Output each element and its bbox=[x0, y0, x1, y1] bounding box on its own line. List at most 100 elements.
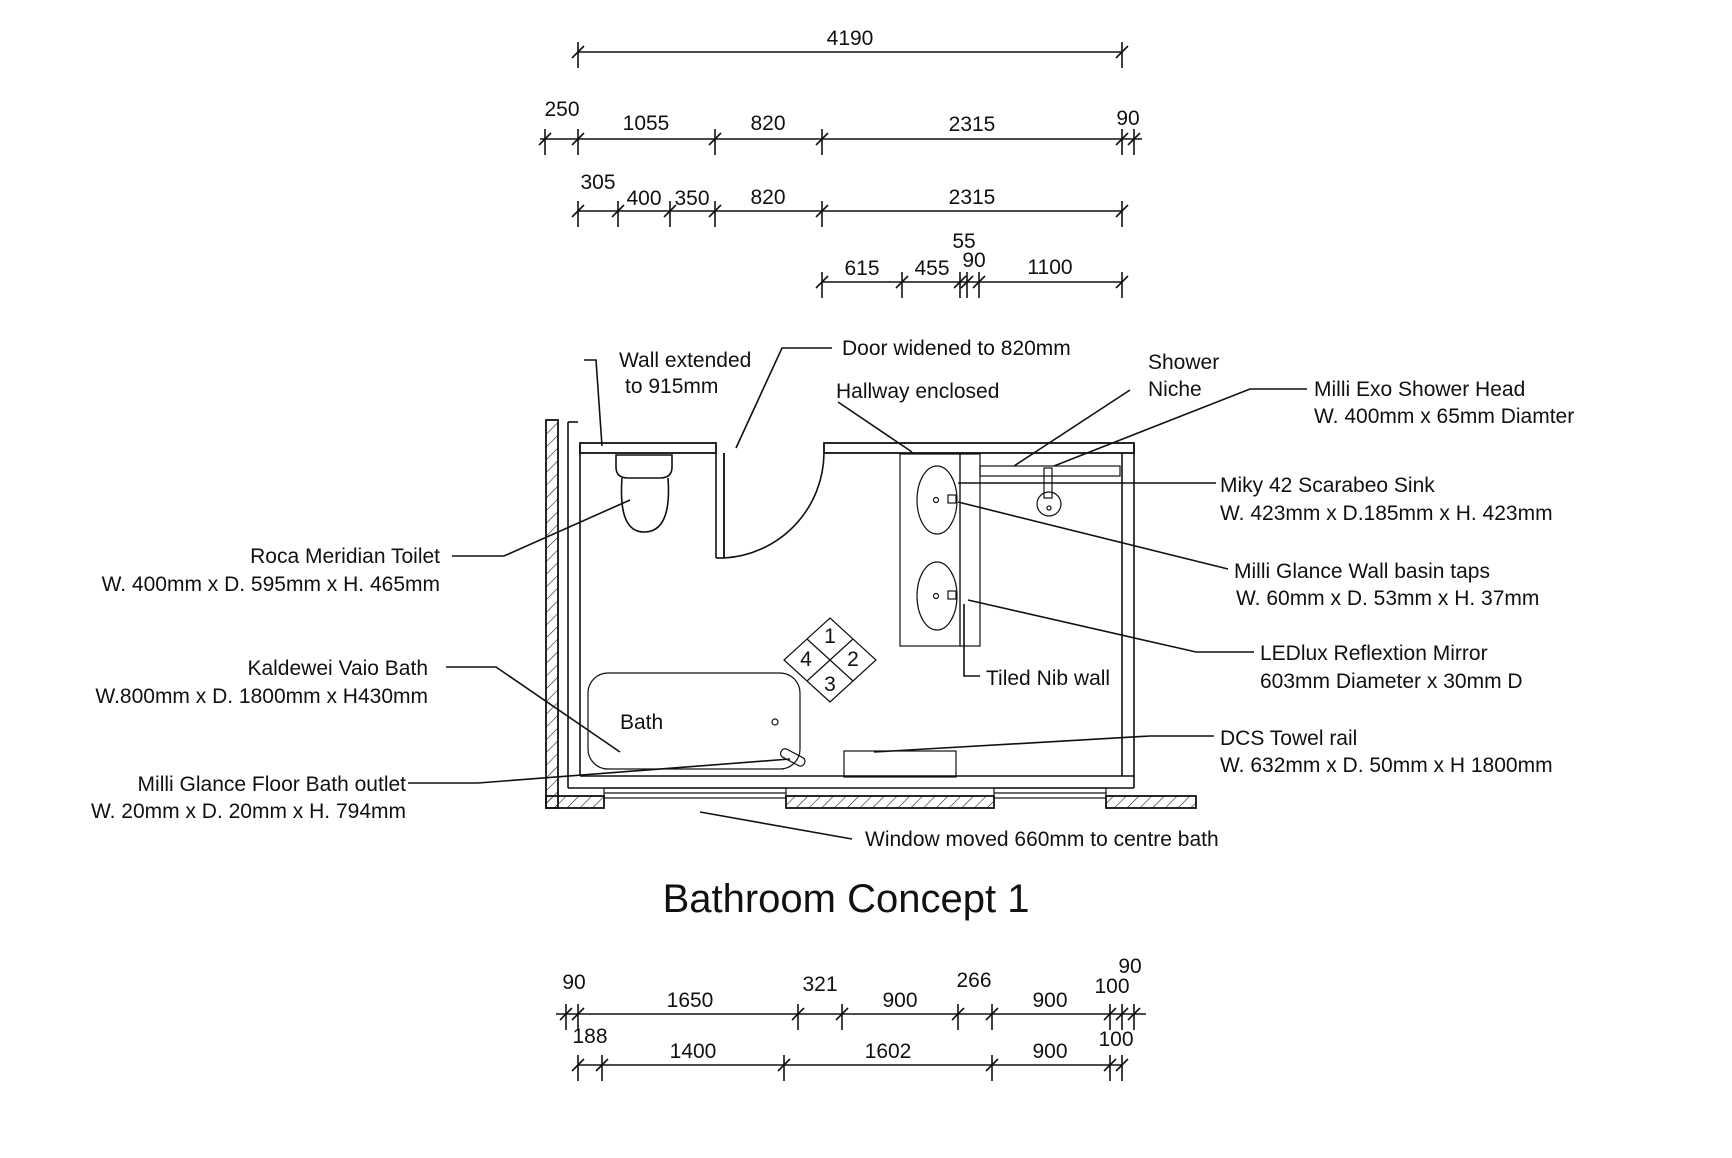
leader-nib-wall bbox=[963, 604, 980, 677]
annotation-basin-taps-1: Milli Glance Wall basin taps bbox=[1234, 560, 1490, 583]
annotation-sink-1: Miky 42 Scarabeo Sink bbox=[1220, 474, 1435, 497]
leader-bath-outlet bbox=[408, 758, 791, 784]
dimension-label: 350 bbox=[674, 187, 709, 210]
dimension-label: 615 bbox=[844, 257, 879, 280]
annotations: Wall extended to 915mm Door widened to 8… bbox=[91, 337, 1574, 851]
leader-window bbox=[699, 811, 853, 840]
drawing-title: Bathroom Concept 1 bbox=[663, 877, 1030, 921]
top-dimension-row-3: 305 400 350 820 2315 bbox=[571, 171, 1129, 227]
grid-label: 1 bbox=[824, 625, 836, 648]
annotation-bath-outlet-1: Milli Glance Floor Bath outlet bbox=[138, 773, 407, 796]
dimension-label: 55 bbox=[952, 230, 975, 253]
dimension-label: 400 bbox=[626, 187, 661, 210]
towel-rail bbox=[843, 750, 957, 778]
leader-door-widened bbox=[735, 347, 832, 449]
bath: Bath bbox=[587, 672, 806, 770]
dimension-label: 1650 bbox=[667, 989, 714, 1012]
dimension-label: 820 bbox=[750, 112, 785, 135]
dimension-label: 305 bbox=[580, 171, 615, 194]
dimension-label: 1100 bbox=[1027, 256, 1072, 279]
annotation-towel-rail-2: W. 632mm x D. 50mm x H 1800mm bbox=[1220, 754, 1553, 777]
leader-bath bbox=[446, 666, 621, 753]
dimension-label: 321 bbox=[802, 973, 837, 996]
room-plan: 1 2 3 4 Bath bbox=[545, 419, 1197, 809]
leader-mirror bbox=[967, 599, 1254, 653]
shower-head bbox=[1036, 491, 1062, 517]
annotation-bath-outlet-2: W. 20mm x D. 20mm x H. 794mm bbox=[91, 800, 406, 823]
leader-toilet bbox=[452, 499, 631, 557]
dimension-label: 2315 bbox=[949, 113, 996, 136]
dimension-label: 455 bbox=[914, 257, 949, 280]
annotation-bath-2: W.800mm x D. 1800mm x H430mm bbox=[95, 685, 428, 708]
tiled-nib-wall bbox=[959, 453, 981, 647]
annotation-shower-niche-2: Niche bbox=[1148, 378, 1202, 401]
top-dimension-row-2: 250 1055 820 2315 90 bbox=[538, 98, 1142, 155]
leader-shower-niche bbox=[1013, 389, 1131, 467]
dimension-label: 900 bbox=[1032, 989, 1067, 1012]
annotation-door-widened: Door widened to 820mm bbox=[842, 337, 1071, 360]
annotation-sink-2: W. 423mm x D.185mm x H. 423mm bbox=[1220, 502, 1553, 525]
dimension-label: 90 bbox=[1116, 107, 1139, 130]
shower-area bbox=[979, 465, 1121, 517]
dimension-label: 1400 bbox=[670, 1040, 717, 1063]
vanity-unit bbox=[899, 453, 981, 647]
hatched-wall-bottom-left bbox=[545, 795, 605, 809]
dimension-label: 90 bbox=[562, 971, 585, 994]
top-wall-right bbox=[823, 442, 1135, 454]
dimension-label: 90 bbox=[1118, 955, 1141, 978]
annotation-hallway: Hallway enclosed bbox=[836, 380, 999, 403]
dimension-label: 820 bbox=[750, 186, 785, 209]
annotation-bath-1: Kaldewei Vaio Bath bbox=[247, 657, 428, 680]
grid-label: 3 bbox=[824, 673, 836, 696]
hatched-wall-left bbox=[545, 419, 559, 809]
annotation-shower-niche-1: Shower bbox=[1148, 351, 1219, 374]
annotation-shower-head-2: W. 400mm x 65mm Diamter bbox=[1314, 405, 1574, 428]
leader-towel-rail bbox=[873, 735, 1214, 753]
dimension-label: 1602 bbox=[865, 1040, 912, 1063]
grid-label: 2 bbox=[847, 648, 859, 671]
dimension-label: 1055 bbox=[623, 112, 670, 135]
basin-tap-upper bbox=[947, 494, 957, 504]
annotation-towel-rail-1: DCS Towel rail bbox=[1220, 727, 1357, 750]
annotation-toilet-2: W. 400mm x D. 595mm x H. 465mm bbox=[102, 573, 440, 596]
grid-label: 4 bbox=[800, 648, 812, 671]
bottom-dimension-row-1: 90 1650 321 900 266 900 100 90 bbox=[556, 955, 1146, 1030]
annotation-toilet-1: Roca Meridian Toilet bbox=[250, 545, 440, 568]
dimension-label: 4190 bbox=[827, 27, 874, 50]
dimension-label: 2315 bbox=[949, 186, 996, 209]
annotation-wall-extended-1: Wall extended bbox=[619, 349, 751, 372]
dimension-label: 100 bbox=[1098, 1028, 1133, 1051]
shower-niche bbox=[979, 465, 1121, 477]
annotation-basin-taps-2: W. 60mm x D. 53mm x H. 37mm bbox=[1236, 587, 1539, 610]
annotation-mirror-1: LEDlux Reflextion Mirror bbox=[1260, 642, 1488, 665]
leader-lines bbox=[408, 347, 1307, 840]
hatched-wall-bottom-right bbox=[1105, 795, 1197, 809]
annotation-shower-head-1: Milli Exo Shower Head bbox=[1314, 378, 1525, 401]
bath-outlet bbox=[779, 748, 806, 767]
leader-hallway bbox=[837, 401, 913, 453]
dimension-label: 90 bbox=[962, 249, 985, 272]
top-wall-left bbox=[579, 442, 717, 454]
toilet bbox=[615, 454, 673, 533]
door-swing bbox=[723, 452, 825, 559]
annotation-nib-wall: Tiled Nib wall bbox=[986, 667, 1110, 690]
leader-wall-extended bbox=[584, 359, 603, 447]
dimension-label: 900 bbox=[882, 989, 917, 1012]
dimension-label: 250 bbox=[544, 98, 579, 121]
dimension-label: 900 bbox=[1032, 1040, 1067, 1063]
annotation-wall-extended-2: to 915mm bbox=[625, 375, 718, 398]
annotation-window: Window moved 660mm to centre bath bbox=[865, 828, 1219, 851]
top-dimension-row-1: 4190 bbox=[571, 27, 1129, 68]
bottom-dimension-row-2: 188 1400 1602 900 100 bbox=[571, 1025, 1134, 1081]
bath-drain bbox=[771, 718, 779, 726]
top-dimension-row-4: 615 455 55 90 1100 bbox=[815, 230, 1129, 298]
dimension-label: 188 bbox=[572, 1025, 607, 1048]
tile-grid: 1 2 3 4 bbox=[783, 617, 877, 703]
basin-tap-lower bbox=[947, 590, 957, 600]
leader-shower-head bbox=[1053, 388, 1307, 467]
dimension-label: 266 bbox=[956, 969, 991, 992]
bath-label: Bath bbox=[620, 711, 663, 734]
leader-basin-taps bbox=[957, 501, 1229, 570]
sink-basin-upper bbox=[916, 465, 958, 535]
